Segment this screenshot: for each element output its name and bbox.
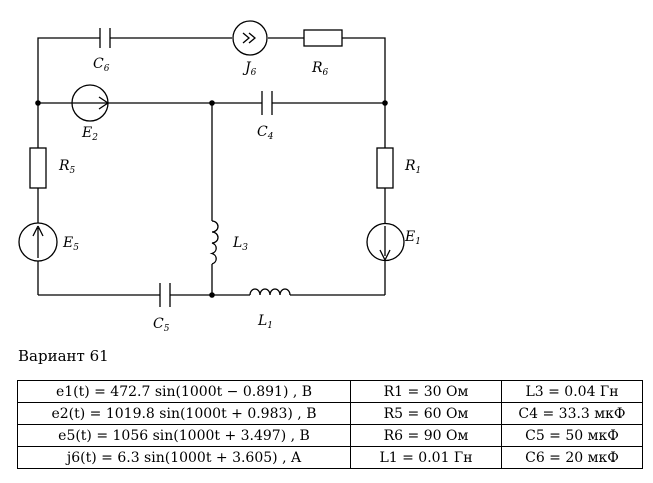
table-cell: C5 = 50 мкФ	[501, 424, 643, 447]
table-row: e5(t) = 1056 sin(1000t + 3.497) , B R6 =…	[17, 424, 643, 447]
table-cell: e5(t) = 1056 sin(1000t + 3.497) , B	[17, 424, 351, 447]
label-l1: L1	[257, 313, 273, 331]
capacitor-c4	[261, 91, 273, 115]
resistor-r5	[29, 147, 47, 189]
capacitor-c6	[99, 28, 111, 48]
label-r6: R6	[311, 60, 329, 78]
table-cell: R1 = 30 Ом	[350, 380, 502, 403]
circuit-schematic: C6 J6 R6 E2 C4 R5 R1 L3 E5 E1 C5 L1	[18, 20, 421, 334]
table-row: e2(t) = 1019.8 sin(1000t + 0.983) , B R5…	[17, 402, 643, 425]
table-cell: e1(t) = 472.7 sin(1000t − 0.891) , B	[17, 380, 351, 403]
table-cell: C4 = 33.3 мкФ	[501, 402, 643, 425]
capacitor-c5	[159, 283, 171, 307]
node-center-top	[209, 100, 215, 106]
parameters-table: e1(t) = 472.7 sin(1000t − 0.891) , B R1 …	[17, 380, 643, 469]
table-cell: j6(t) = 6.3 sin(1000t + 3.605) , A	[17, 446, 351, 469]
emf-source-e2	[71, 84, 109, 122]
label-j6: J6	[242, 60, 257, 78]
label-c6: C6	[93, 56, 110, 74]
node-right-middle	[382, 100, 388, 106]
table-row: j6(t) = 6.3 sin(1000t + 3.605) , A L1 = …	[17, 446, 643, 469]
resistor-r1	[376, 147, 394, 189]
table-cell: L3 = 0.04 Гн	[501, 380, 643, 403]
emf-source-e5	[18, 222, 58, 262]
emf-source-e1	[366, 222, 405, 262]
table-cell: e2(t) = 1019.8 sin(1000t + 0.983) , B	[17, 402, 351, 425]
label-c5: C5	[153, 316, 170, 334]
resistor-r6	[303, 29, 343, 47]
label-l3: L3	[232, 235, 248, 253]
table-row: e1(t) = 472.7 sin(1000t − 0.891) , B R1 …	[17, 380, 643, 403]
table-cell: L1 = 0.01 Гн	[350, 446, 502, 469]
node-left-middle	[35, 100, 41, 106]
label-e1: E1	[404, 229, 421, 247]
current-source-j6	[232, 20, 268, 56]
label-r1: R1	[404, 158, 421, 176]
label-c4: C4	[257, 124, 274, 142]
table-cell: C6 = 20 мкФ	[501, 446, 643, 469]
inductor-l1	[249, 288, 291, 296]
label-e5: E5	[62, 235, 79, 253]
label-e2: E2	[81, 125, 98, 143]
node-center-bottom	[209, 292, 215, 298]
label-r5: R5	[58, 158, 76, 176]
variant-title: Вариант 61	[18, 347, 109, 365]
table-cell: R6 = 90 Ом	[350, 424, 502, 447]
inductor-l3	[209, 220, 219, 265]
table-cell: R5 = 60 Ом	[350, 402, 502, 425]
wire-top	[37, 37, 386, 103]
